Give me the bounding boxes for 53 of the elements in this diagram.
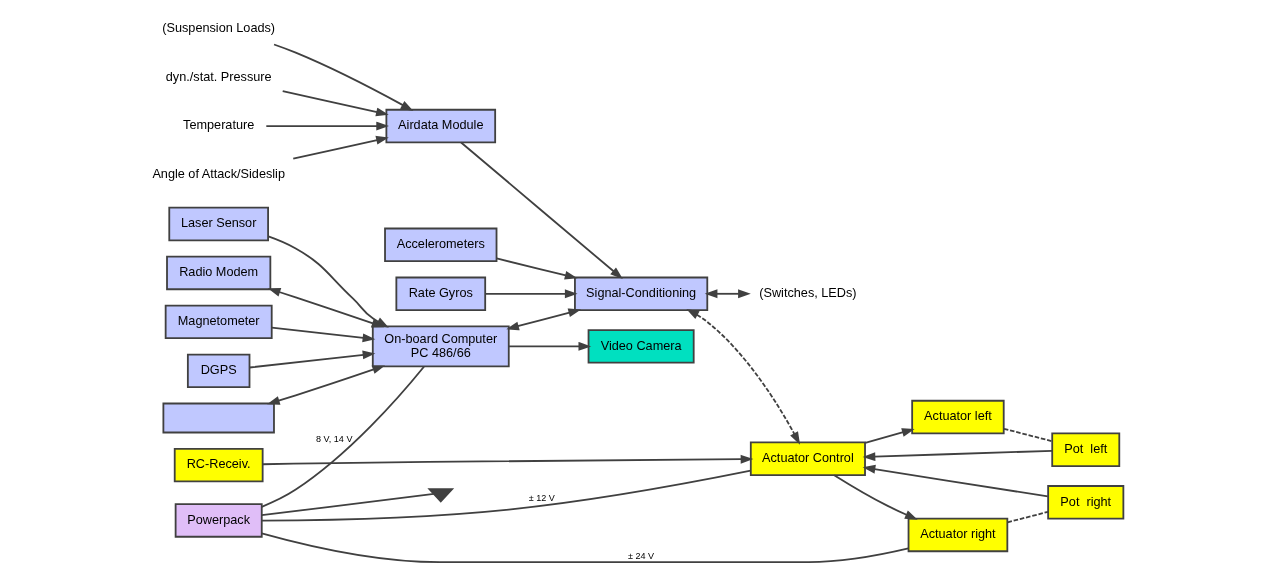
connector — [260, 469, 752, 522]
node-text: dyn./stat. Pressure — [165, 69, 272, 84]
node-box: Accelerometers — [383, 227, 497, 263]
node-box: Airdata Module — [384, 108, 496, 144]
node-box: Video Camera — [587, 329, 695, 364]
node-box: DGPS — [186, 353, 250, 389]
node-text: Angle of Attack/Sideslip — [151, 167, 285, 182]
node-box: On-board Computer PC 486/66 — [371, 325, 510, 368]
node-text: (Switches, LEDs) — [758, 286, 857, 301]
arrow — [459, 141, 623, 280]
connector — [1002, 427, 1053, 443]
node-box: Actuator right — [907, 517, 1008, 553]
arrow — [832, 474, 918, 520]
arrow — [507, 341, 591, 351]
arrow — [264, 121, 389, 131]
node-ground — [426, 488, 454, 503]
arrow — [291, 135, 389, 160]
arrow — [267, 288, 384, 328]
node-box: RC-Receiv. — [173, 447, 264, 483]
arrow — [495, 257, 577, 280]
arrow — [270, 326, 375, 343]
arrow — [281, 90, 389, 117]
connector — [260, 532, 909, 564]
node-box: Pot right — [1046, 485, 1124, 520]
node-box: Actuator Control — [749, 441, 866, 476]
edge-label: 8 V, 14 V — [315, 434, 352, 445]
node-text: (Suspension Loads) — [161, 20, 275, 35]
node-box: Radio Modem — [165, 255, 271, 291]
node-box: Pot left — [1050, 432, 1120, 467]
connector — [260, 365, 425, 508]
connector — [1006, 510, 1049, 524]
arrow — [266, 365, 385, 405]
node-box: Powerpack — [174, 503, 263, 538]
arrow — [862, 449, 1053, 462]
arrow — [685, 308, 800, 445]
node-text: Temperature — [182, 118, 254, 133]
arrow — [261, 454, 753, 466]
arrow — [505, 308, 581, 331]
node-box: Actuator left — [910, 399, 1005, 435]
arrow — [248, 350, 375, 369]
arrow — [272, 43, 413, 111]
arrow — [862, 464, 1049, 498]
arrow — [483, 289, 578, 299]
node-box: Magnetometer — [164, 304, 273, 340]
connector — [260, 493, 435, 517]
arrow — [704, 289, 751, 299]
edge-label: ± 12 V — [528, 493, 555, 504]
edge-label: ± 24 V — [627, 551, 654, 562]
node-box: Rate Gyros — [394, 276, 486, 312]
node-box — [161, 402, 275, 434]
arrow — [863, 428, 915, 444]
node-box: Laser Sensor — [167, 206, 269, 242]
node-box: Signal-Conditioning — [573, 276, 708, 312]
